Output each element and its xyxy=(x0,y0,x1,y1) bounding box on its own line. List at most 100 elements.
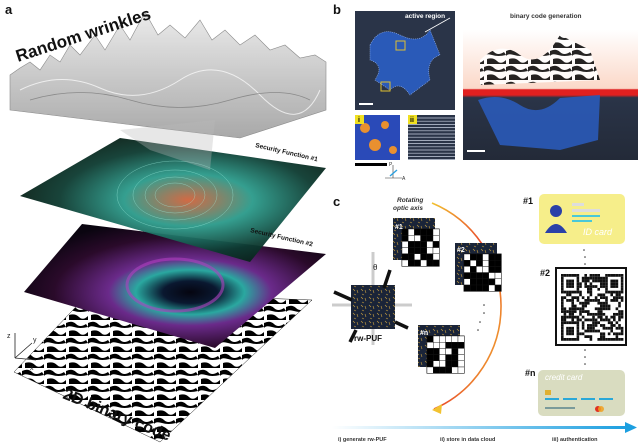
qr-module xyxy=(576,321,580,325)
qr-module xyxy=(620,287,624,291)
qr-module xyxy=(576,337,580,341)
code-cell xyxy=(476,284,483,292)
qr-module xyxy=(613,279,616,283)
qr-module xyxy=(587,299,590,302)
qr-module xyxy=(566,310,569,313)
qr-module xyxy=(568,290,572,294)
code-cell xyxy=(494,266,502,273)
polarizer-icon xyxy=(385,165,402,179)
qr-module xyxy=(571,312,574,316)
qr-module xyxy=(561,321,564,325)
qr-module xyxy=(571,318,574,322)
code-cell xyxy=(457,335,465,343)
qr-module xyxy=(584,310,587,313)
qr-module xyxy=(561,307,564,311)
qr-module xyxy=(605,299,608,302)
qr-module xyxy=(620,276,624,280)
qr-module xyxy=(594,321,598,325)
qr-module xyxy=(576,307,580,311)
qr-module xyxy=(607,321,611,325)
qr-module xyxy=(620,285,624,288)
qr-module xyxy=(597,307,600,311)
id-card xyxy=(539,194,625,244)
qr-module xyxy=(620,326,624,330)
code-cell xyxy=(470,278,477,286)
qr-module xyxy=(607,332,611,336)
axis-z: z xyxy=(7,333,11,340)
qr-module xyxy=(618,326,621,330)
code-cell xyxy=(432,253,440,261)
qr-module xyxy=(581,279,585,283)
qr-module xyxy=(605,287,608,291)
qr-module xyxy=(602,326,606,330)
step-2-label: ii) store in data cloud xyxy=(440,437,495,443)
qr-module xyxy=(579,307,582,311)
qr-module xyxy=(618,301,621,305)
qr-code xyxy=(555,267,627,346)
qr-module xyxy=(576,335,580,338)
qr-module xyxy=(571,326,574,330)
qr-module xyxy=(571,299,574,302)
qr-module xyxy=(602,337,606,341)
target-n-tag: #n xyxy=(525,368,536,378)
qr-module xyxy=(605,307,608,311)
code-cell xyxy=(451,342,459,349)
qr-module xyxy=(594,318,598,322)
code-cell xyxy=(433,342,440,349)
code-cell xyxy=(426,234,434,242)
rw-puf-sample xyxy=(351,285,395,329)
code-cell xyxy=(408,259,415,267)
axis-y: y xyxy=(33,337,37,344)
code-cell xyxy=(494,284,502,292)
qr-module xyxy=(602,279,606,283)
qr-module xyxy=(568,299,572,302)
qr-module xyxy=(594,312,598,316)
qr-module xyxy=(581,296,585,300)
qr-module xyxy=(581,304,585,308)
code-cell xyxy=(451,348,459,355)
qr-module xyxy=(592,315,595,319)
qr-module xyxy=(592,274,595,277)
qr-module xyxy=(597,315,600,319)
qr-module xyxy=(576,318,580,322)
qr-module xyxy=(600,293,603,297)
code-cell xyxy=(433,360,440,368)
code-cell xyxy=(426,348,434,355)
workflow-arrow xyxy=(332,422,637,433)
qr-module xyxy=(615,293,619,297)
qr-module xyxy=(600,312,603,316)
code-cell xyxy=(414,228,421,236)
qr-module xyxy=(610,326,613,330)
code-cell xyxy=(476,266,483,273)
qr-module xyxy=(561,296,564,300)
qr-module xyxy=(605,274,608,277)
qr-module xyxy=(605,326,608,330)
qr-module xyxy=(568,332,572,336)
qr-module xyxy=(613,299,616,302)
qr-module xyxy=(581,332,585,336)
code-cell xyxy=(401,241,409,248)
code-cell xyxy=(457,354,465,362)
qr-module xyxy=(584,279,587,283)
qr-module xyxy=(618,337,621,341)
code-cell xyxy=(439,342,446,349)
qr-module xyxy=(571,285,574,288)
qr-module xyxy=(587,290,590,294)
qr-module xyxy=(561,299,564,302)
qr-module xyxy=(589,290,593,294)
qr-module xyxy=(615,307,619,311)
qr-module xyxy=(561,279,564,283)
qr-module xyxy=(610,290,613,294)
qr-module xyxy=(605,279,608,283)
code-cell xyxy=(463,266,471,273)
qr-module xyxy=(571,296,574,300)
qr-module xyxy=(587,329,590,333)
qr-module xyxy=(594,276,598,280)
code-cell xyxy=(476,278,483,286)
qr-module xyxy=(584,335,587,338)
qr-module xyxy=(566,293,569,297)
code-grid xyxy=(418,325,465,374)
qr-module xyxy=(561,282,564,286)
qr-module xyxy=(589,274,593,277)
code-cell xyxy=(408,247,415,255)
